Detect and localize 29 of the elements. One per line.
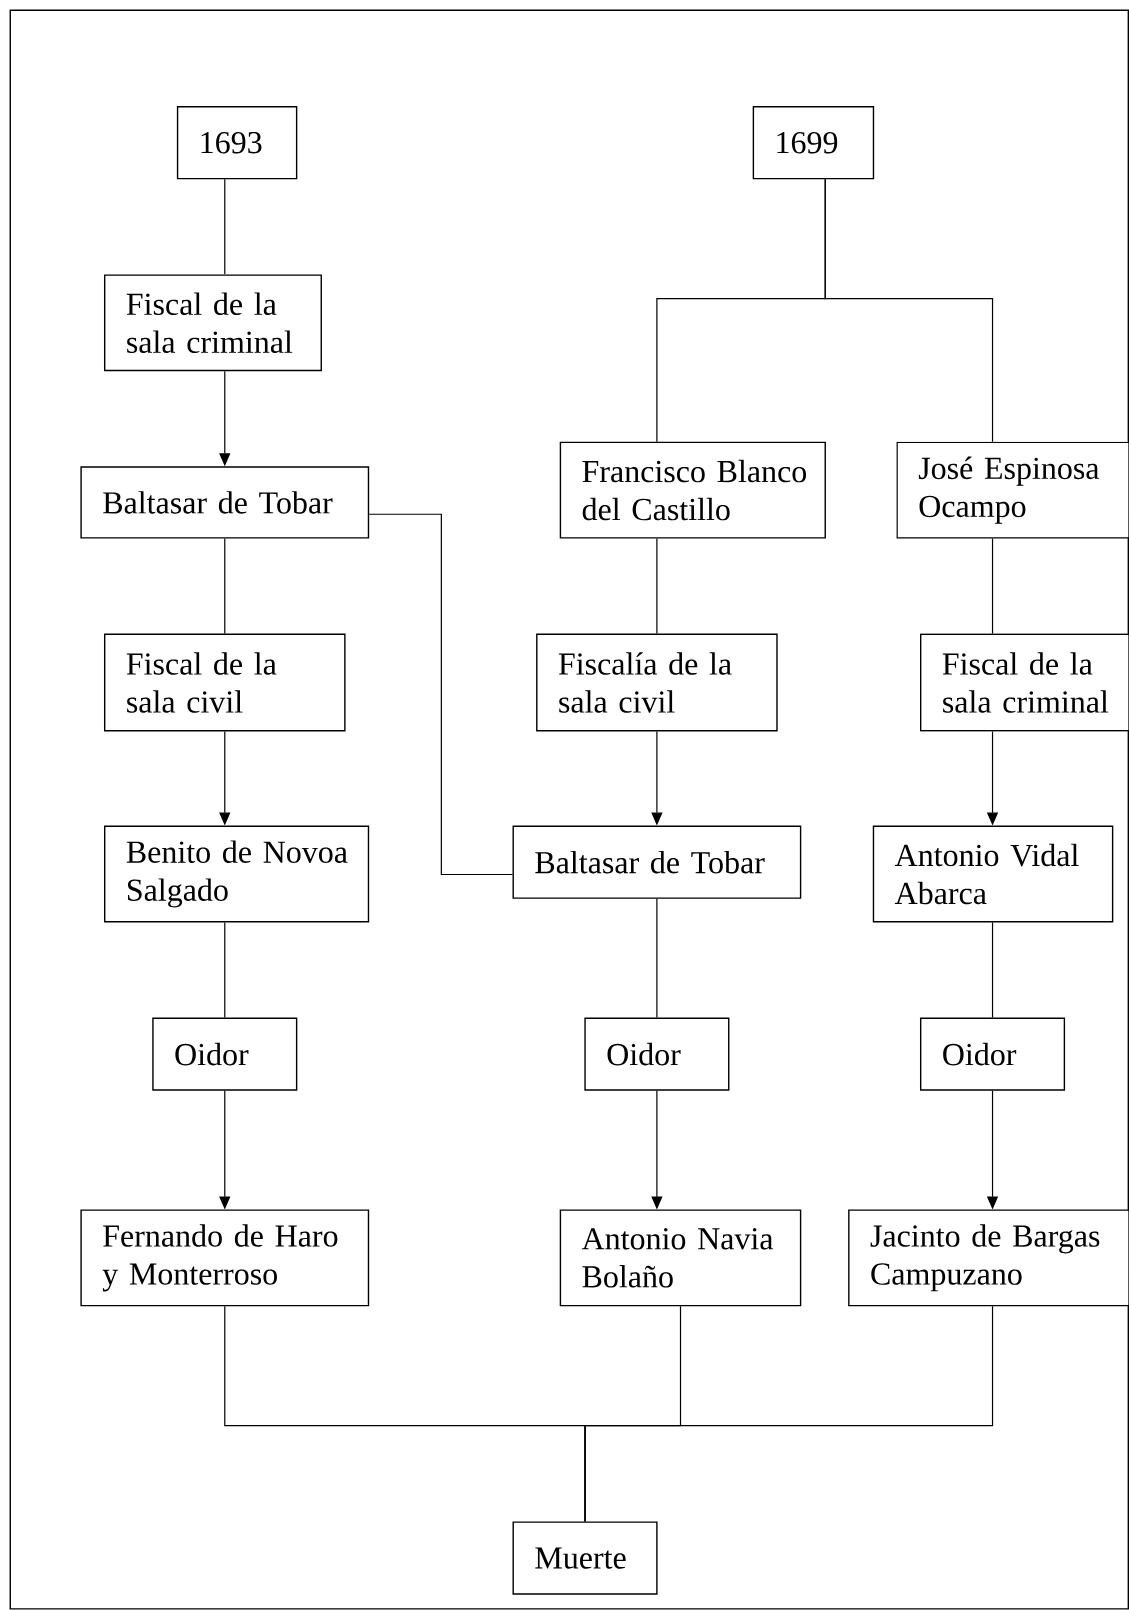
text-box: Baltasar de Tobar xyxy=(512,825,802,899)
connector-line xyxy=(584,1305,994,1523)
text-box: Benito de Novoa Salgado xyxy=(104,825,370,923)
connector-line xyxy=(824,178,994,443)
text-box: Antonio Vidal Abarca xyxy=(872,825,1114,923)
text-box: Fiscal de la sala criminal xyxy=(104,274,322,372)
text-box: Muerte xyxy=(512,1521,658,1595)
connector-line xyxy=(991,537,994,635)
text-box: Jacinto de Bargas Campuzano xyxy=(848,1209,1129,1307)
text-box: 1693 xyxy=(176,106,298,180)
text-box: Oidor xyxy=(584,1017,730,1091)
text-box: Fiscal de la sala civil xyxy=(104,633,346,732)
connector-line xyxy=(224,178,226,275)
text-box: Baltasar de Tobar xyxy=(80,466,370,539)
text-box: Fiscal de la sala criminal xyxy=(919,633,1129,732)
connector-line xyxy=(656,537,658,635)
connector-line xyxy=(224,921,226,1019)
connector-line xyxy=(224,537,226,635)
text-box: Fernando de Haro y Monterroso xyxy=(80,1209,370,1307)
text-box: Antonio Navia Bolaño xyxy=(559,1209,802,1307)
text-box: Francisco Blanco del Castillo xyxy=(559,441,826,539)
connector-line xyxy=(368,513,514,876)
connector-line xyxy=(991,921,994,1019)
text-box: Oidor xyxy=(919,1017,1066,1091)
text-box: Oidor xyxy=(152,1017,298,1091)
text-box: José Espinosa Ocampo xyxy=(896,441,1129,539)
text-box: Fiscalía de la sala civil xyxy=(536,633,778,732)
connector-line xyxy=(656,898,658,1019)
text-box: 1699 xyxy=(752,106,875,180)
